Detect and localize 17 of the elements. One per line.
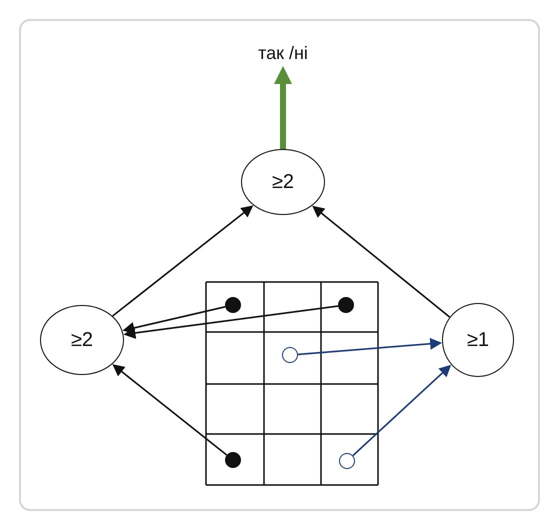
arrow bbox=[274, 66, 292, 149]
arrow bbox=[298, 338, 442, 356]
output-label: так /ні bbox=[241, 40, 325, 66]
arrow bbox=[124, 305, 338, 339]
arrow bbox=[112, 364, 228, 456]
arrow bbox=[352, 364, 452, 456]
filled-dot bbox=[225, 452, 241, 468]
arrow bbox=[112, 205, 254, 317]
threshold-node: ≥2 bbox=[241, 149, 325, 215]
filled-dot bbox=[225, 297, 241, 313]
threshold-node: ≥1 bbox=[442, 303, 514, 377]
hollow-dot bbox=[282, 347, 298, 363]
filled-dot bbox=[338, 297, 354, 313]
threshold-node: ≥2 bbox=[40, 305, 124, 375]
hollow-dot bbox=[339, 453, 355, 469]
arrow bbox=[122, 306, 226, 334]
arrow bbox=[312, 206, 450, 318]
